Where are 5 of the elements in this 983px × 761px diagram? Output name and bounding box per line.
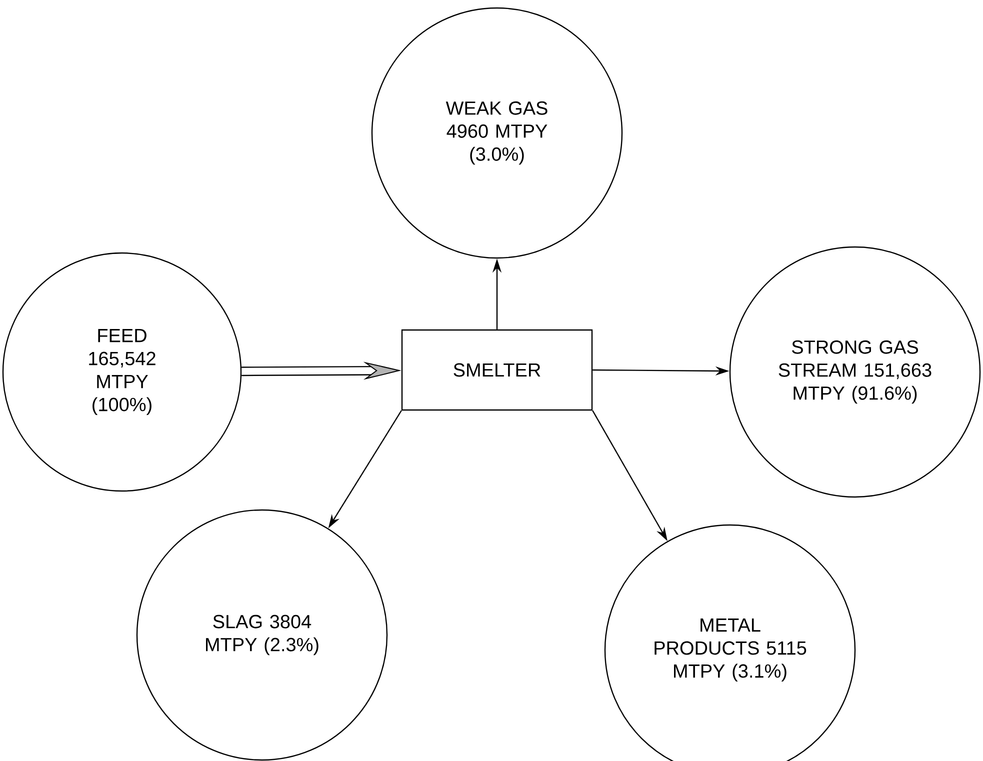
process-box: SMELTER xyxy=(401,329,593,411)
circle-node: STRONG GAS STREAM 151,663 MTPY (91.6%) xyxy=(729,246,981,498)
circle-node: WEAK GAS 4960 MTPY (3.0%) xyxy=(371,7,623,259)
circle-node: FEED 165,542 MTPY (100%) xyxy=(2,252,242,492)
circle-node: SLAG 3804 MTPY (2.3%) xyxy=(136,509,388,761)
